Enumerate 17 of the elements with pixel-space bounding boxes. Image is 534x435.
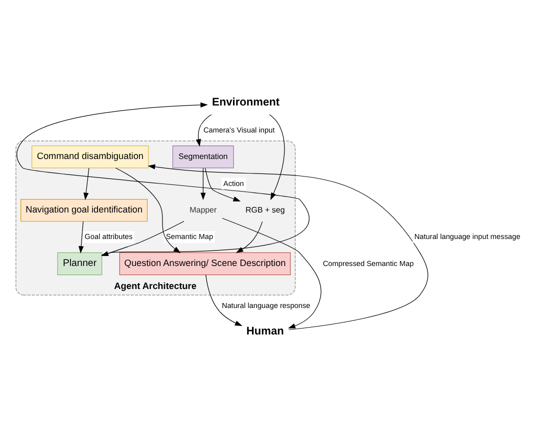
arrow	[206, 274, 242, 326]
node-box: Planner	[57, 252, 102, 275]
node-box: Command disambiguation	[32, 145, 149, 168]
node-text: Environment	[212, 96, 280, 108]
node-box: Question Answering/ Scene Description	[119, 252, 291, 275]
node-box: Navigation goal identification	[20, 198, 148, 222]
arrow	[236, 220, 263, 253]
arrow	[78, 220, 84, 253]
node-text: Human	[246, 325, 284, 338]
arrow	[83, 167, 90, 200]
arrow	[200, 167, 206, 200]
arrow	[222, 217, 322, 328]
arrow	[204, 167, 241, 201]
arrow	[115, 167, 181, 253]
arrow	[148, 164, 428, 330]
arrow	[269, 114, 285, 200]
arrow	[196, 114, 212, 146]
